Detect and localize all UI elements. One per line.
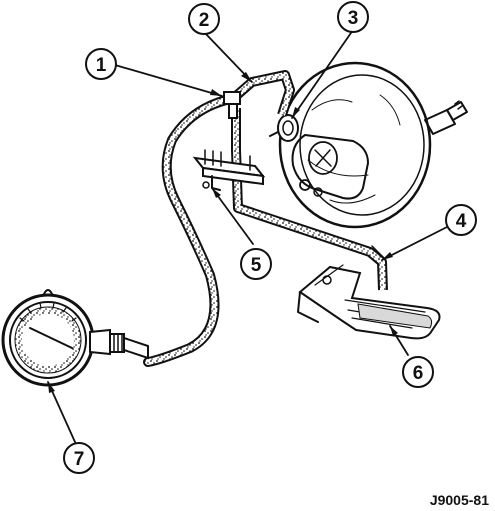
vacuum-gauge	[1, 289, 149, 387]
svg-text:6: 6	[413, 363, 424, 384]
svg-text:7: 7	[74, 449, 85, 470]
callout-1: 1	[85, 48, 117, 80]
callout-2: 2	[188, 3, 220, 35]
vacuum-line	[371, 245, 385, 259]
tee-fitting	[223, 91, 241, 119]
svg-text:3: 3	[348, 8, 359, 29]
callout-7: 7	[63, 442, 95, 474]
callout-4: 4	[445, 204, 477, 236]
check-valve	[269, 114, 299, 142]
figure-id: J9005-81	[429, 492, 489, 508]
vacuum-hose	[231, 70, 388, 291]
callout-5: 5	[240, 248, 272, 280]
svg-text:1: 1	[96, 55, 107, 76]
callout-6: 6	[402, 356, 434, 388]
svg-text:4: 4	[456, 211, 467, 232]
brake-booster	[278, 61, 468, 229]
svg-text:5: 5	[251, 255, 262, 276]
callout-3: 3	[337, 1, 369, 33]
clamp-block	[192, 149, 266, 191]
svg-text:2: 2	[199, 10, 210, 31]
intake-manifold	[297, 264, 441, 340]
leader-lines	[47, 29, 448, 443]
gauge-hose	[143, 95, 231, 367]
